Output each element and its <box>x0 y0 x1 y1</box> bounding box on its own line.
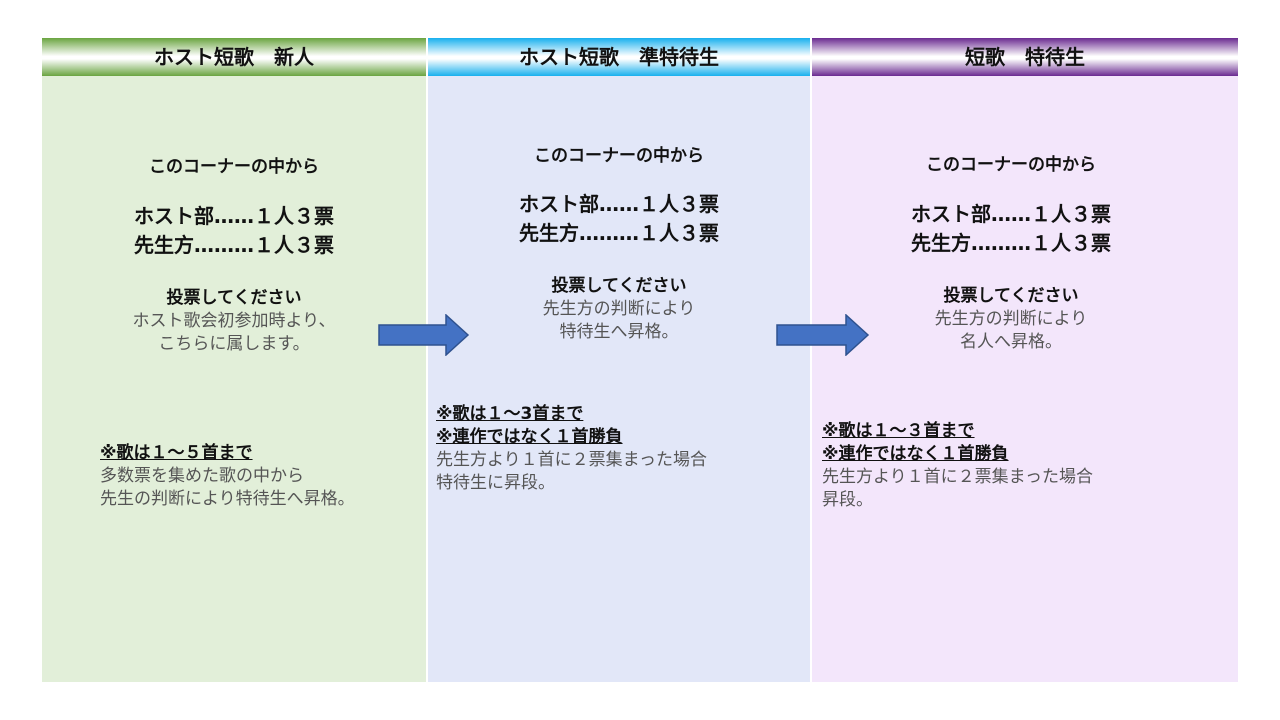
vote-host: ホスト部……１人３票 <box>519 192 719 216</box>
note-line: こちらに属します。 <box>158 334 310 354</box>
vote-teachers: 先生方………１人３票 <box>134 233 334 257</box>
rule-single: ※連作ではなく１首勝負 <box>436 427 623 447</box>
vote-request-title: 投票してください <box>551 276 687 296</box>
rule-limit: ※歌は１～５首まで <box>100 443 253 463</box>
note-line: ホスト歌会初参加時より、 <box>132 311 336 331</box>
rules-block: ※歌は１～５首まで 多数票を集めた歌の中から 先生の判断により特待生へ昇格。 <box>100 442 355 511</box>
right-arrow-icon <box>776 314 870 356</box>
vote-list: ホスト部……１人３票 先生方………１人３票 <box>42 202 426 260</box>
rule-limit: ※歌は１～3首まで <box>436 404 584 424</box>
vote-request-title: 投票してください <box>943 286 1079 306</box>
right-arrow-icon <box>378 314 470 356</box>
vote-request: 投票してください 先生方の判断により 特待生へ昇格。 <box>428 275 810 344</box>
rule-text: 特待生に昇段。 <box>436 473 555 493</box>
vote-host: ホスト部……１人３票 <box>911 202 1111 226</box>
note-line: 名人へ昇格。 <box>960 332 1062 352</box>
vote-host: ホスト部……１人３票 <box>134 204 334 228</box>
vote-request-title: 投票してください <box>166 288 302 308</box>
rules-block: ※歌は１～3首まで ※連作ではなく１首勝負 先生方より１首に２票集まった場合 特… <box>436 403 707 495</box>
vote-teachers: 先生方………１人３票 <box>519 221 719 245</box>
vote-list: ホスト部……１人３票 先生方………１人３票 <box>812 200 1210 258</box>
note-line: 特待生へ昇格。 <box>559 322 679 342</box>
rule-text: 昇段。 <box>822 490 873 510</box>
rule-text: 先生方より１首に２票集まった場合 <box>436 450 707 470</box>
rule-text: 先生方より１首に２票集まった場合 <box>822 467 1093 487</box>
rule-text: 多数票を集めた歌の中から <box>100 466 304 486</box>
rule-text: 先生の判断により特待生へ昇格。 <box>100 489 355 509</box>
intro-text: このコーナーの中から <box>534 146 704 166</box>
column-header: 短歌 特待生 <box>812 38 1238 76</box>
vote-list: ホスト部……１人３票 先生方………１人３票 <box>428 190 810 248</box>
vote-teachers: 先生方………１人３票 <box>911 231 1111 255</box>
rule-single: ※連作ではなく１首勝負 <box>822 444 1009 464</box>
vote-request: 投票してください 先生方の判断により 名人へ昇格。 <box>812 285 1210 354</box>
column-header: ホスト短歌 準特待生 <box>428 38 810 76</box>
intro-text: このコーナーの中から <box>149 157 319 177</box>
note-line: 先生方の判断により <box>542 299 696 319</box>
rule-limit: ※歌は１～３首まで <box>822 421 975 441</box>
column-shinjin: ホスト短歌 新人 このコーナーの中から ホスト部……１人３票 先生方………１人３… <box>42 38 426 682</box>
note-line: 先生方の判断により <box>934 309 1088 329</box>
column-header: ホスト短歌 新人 <box>42 38 426 76</box>
rules-block: ※歌は１～３首まで ※連作ではなく１首勝負 先生方より１首に２票集まった場合 昇… <box>822 420 1093 512</box>
intro-text: このコーナーの中から <box>926 155 1096 175</box>
column-tokutaisei: 短歌 特待生 このコーナーの中から ホスト部……１人３票 先生方………１人３票 … <box>812 38 1238 682</box>
column-jun-tokutaisei: ホスト短歌 準特待生 このコーナーの中から ホスト部……１人３票 先生方………１… <box>428 38 810 682</box>
vote-request: 投票してください ホスト歌会初参加時より、 こちらに属します。 <box>42 287 426 356</box>
